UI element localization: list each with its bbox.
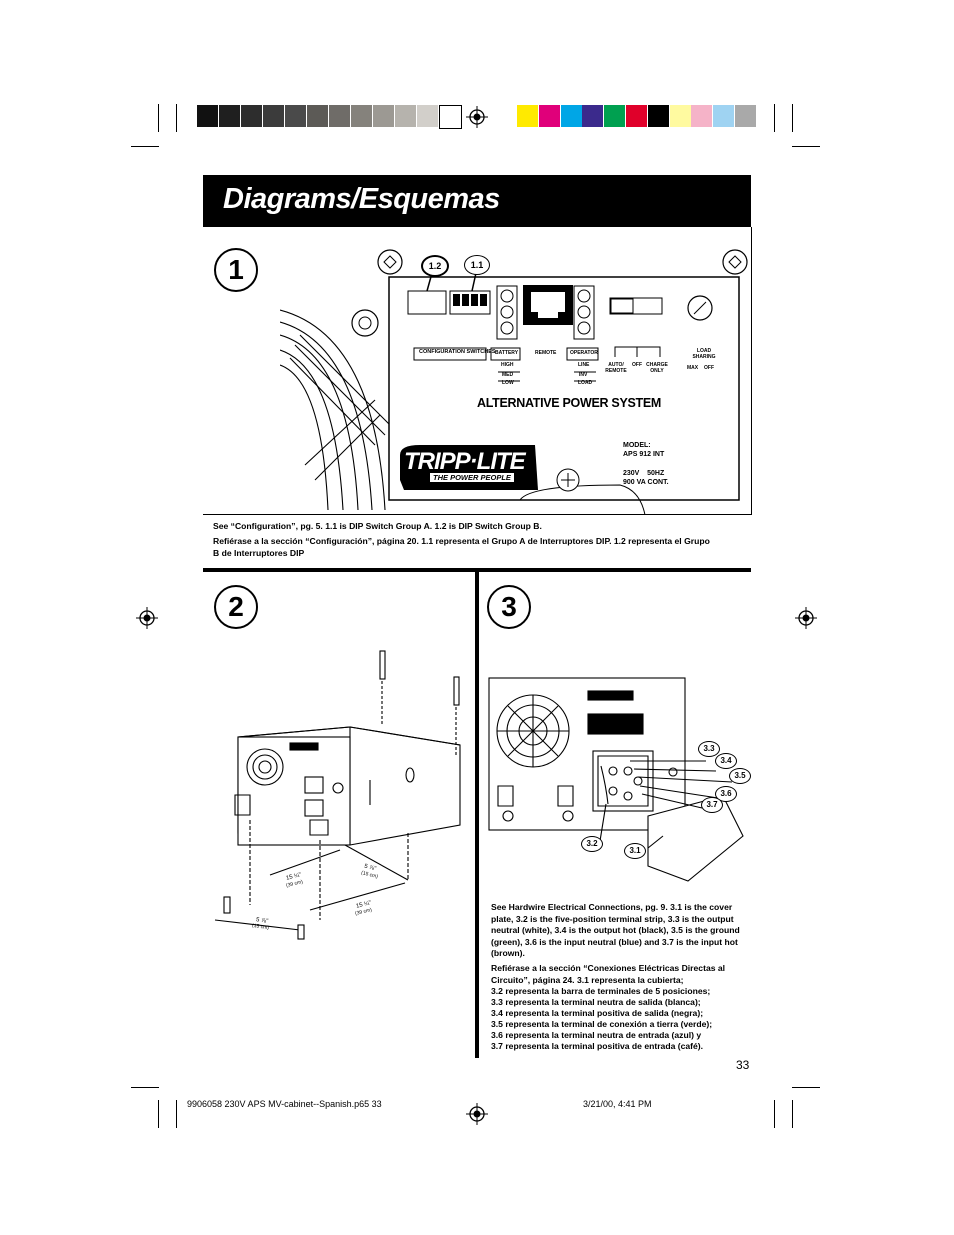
- gray-swatch: [373, 105, 394, 127]
- page-number: 33: [736, 1058, 750, 1072]
- crop-mark: [131, 1087, 159, 1088]
- gray-swatch: [417, 105, 438, 127]
- figure-number: 2: [214, 585, 258, 629]
- label-load-sharing: LOAD SHARING: [692, 348, 716, 360]
- label-operator: OPERATOR: [570, 350, 598, 356]
- va-rating: 900 VA CONT.: [623, 479, 669, 486]
- color-swatch: [626, 105, 647, 127]
- page-title: Diagrams/Esquemas: [223, 183, 500, 215]
- label-battery: BATTERY: [495, 350, 519, 356]
- label-off: OFF: [632, 362, 642, 368]
- callout-1-1: 1.1: [464, 255, 490, 275]
- gray-swatch: [395, 105, 416, 127]
- figure-3-caption-es-5: 3.6 representa la terminal neutra de ent…: [491, 1030, 702, 1040]
- figure-3-caption-en: See Hardwire Electrical Connections, pg.…: [491, 902, 740, 958]
- label-max: MAX: [687, 365, 699, 371]
- color-swatch: [669, 105, 691, 127]
- registration-target-icon: [466, 106, 488, 128]
- figure-number: 1: [214, 248, 258, 292]
- label-high: HIGH: [501, 362, 514, 368]
- figure-3-caption-es-1: 3.2 representa la barra de terminales de…: [491, 986, 711, 996]
- color-swatch: [713, 105, 735, 127]
- crop-mark: [792, 104, 793, 132]
- label-auto-remote: AUTO/ REMOTE: [605, 362, 627, 374]
- color-swatch: [647, 105, 669, 127]
- title-banner: Diagrams/Esquemas: [203, 175, 751, 227]
- model-label: MODEL:: [623, 442, 651, 449]
- color-swatch: [560, 105, 582, 127]
- label-charge-only: CHARGE ONLY: [646, 362, 668, 374]
- gray-swatch: [329, 105, 350, 127]
- model-value: APS 912 INT: [623, 451, 665, 458]
- crop-mark: [792, 1087, 820, 1088]
- callout-3-1: 3.1: [624, 843, 646, 859]
- section-divider: [203, 568, 751, 572]
- callout-3-7: 3.7: [701, 797, 723, 813]
- wall-mount-diagram: [214, 650, 461, 940]
- color-swatch: [517, 105, 538, 127]
- color-calibration-bar: [0, 0, 954, 140]
- crop-mark: [176, 1100, 177, 1128]
- callout-3-2: 3.2: [581, 836, 603, 852]
- crop-mark: [176, 104, 177, 132]
- color-swatch: [538, 105, 560, 127]
- gray-swatch: [263, 105, 284, 127]
- color-swatch: [691, 105, 713, 127]
- label-config-switches: CONFIGURATION SWITCHES: [419, 349, 496, 355]
- file-name: 9906058 230V APS MV-cabinet--Spanish.p65…: [187, 1099, 382, 1109]
- crop-mark: [774, 1100, 775, 1128]
- gray-swatch: [285, 105, 306, 127]
- registration-target-icon: [466, 1103, 488, 1125]
- crop-mark: [158, 1100, 159, 1128]
- registration-target-icon: [136, 607, 158, 629]
- figure-3-caption-es-3: 3.4 representa la terminal positiva de s…: [491, 1008, 704, 1018]
- figure-3-caption-es-0: Refiérase a la sección “Conexiones Eléct…: [491, 963, 726, 985]
- gray-swatch: [307, 105, 328, 127]
- label-inv: INV: [579, 372, 588, 378]
- label-line: LINE: [578, 362, 590, 368]
- callout-3-3: 3.3: [698, 741, 720, 757]
- gray-swatch: [351, 105, 372, 127]
- voltage-rating: 230V 50HZ: [623, 470, 665, 477]
- color-swatch: [735, 105, 756, 127]
- product-name: ALTERNATIVE POWER SYSTEM: [477, 396, 662, 410]
- callout-1-2: 1.2: [421, 255, 449, 277]
- callout-3-5: 3.5: [729, 768, 751, 784]
- label-load: LOAD: [578, 380, 593, 386]
- crop-mark: [792, 1100, 793, 1128]
- crop-mark: [792, 146, 820, 147]
- figure-3-caption-es-4: 3.5 representa la terminal de conexión a…: [491, 1019, 713, 1029]
- figure-1-caption-es: Refiérase a la sección “Configuración”, …: [213, 536, 710, 558]
- print-date: 3/21/00, 4:41 PM: [583, 1099, 652, 1109]
- crop-mark: [774, 104, 775, 132]
- brand-tagline: THE POWER PEOPLE: [430, 473, 514, 482]
- crop-mark: [131, 146, 159, 147]
- figure-3-caption-es-2: 3.3 representa la terminal neutra de sal…: [491, 997, 701, 1007]
- label-low: LOW: [502, 380, 514, 386]
- crop-mark: [158, 104, 159, 132]
- brand-logo: TRIPP·LITE: [404, 448, 526, 475]
- color-swatch: [582, 105, 604, 127]
- figure-1-caption-en: See “Configuration”, pg. 5. 1.1 is DIP S…: [213, 521, 542, 531]
- gray-swatch: [439, 105, 462, 129]
- color-swatch: [604, 105, 626, 127]
- label-med: MED: [502, 372, 514, 378]
- callout-3-6: 3.6: [715, 786, 737, 802]
- callout-3-4: 3.4: [715, 753, 737, 769]
- hardwire-connections-diagram: [488, 677, 744, 882]
- label-off-2: OFF: [704, 365, 714, 371]
- gray-swatch: [219, 105, 240, 127]
- figure-3-caption-es-6: 3.7 representa la terminal positiva de e…: [491, 1041, 704, 1051]
- gray-swatch: [197, 105, 218, 127]
- figure-number: 3: [487, 585, 531, 629]
- gray-swatch: [241, 105, 262, 127]
- figure-1-frame: [203, 227, 752, 515]
- column-divider: [475, 572, 479, 1058]
- label-remote: REMOTE: [535, 350, 557, 356]
- registration-target-icon: [795, 607, 817, 629]
